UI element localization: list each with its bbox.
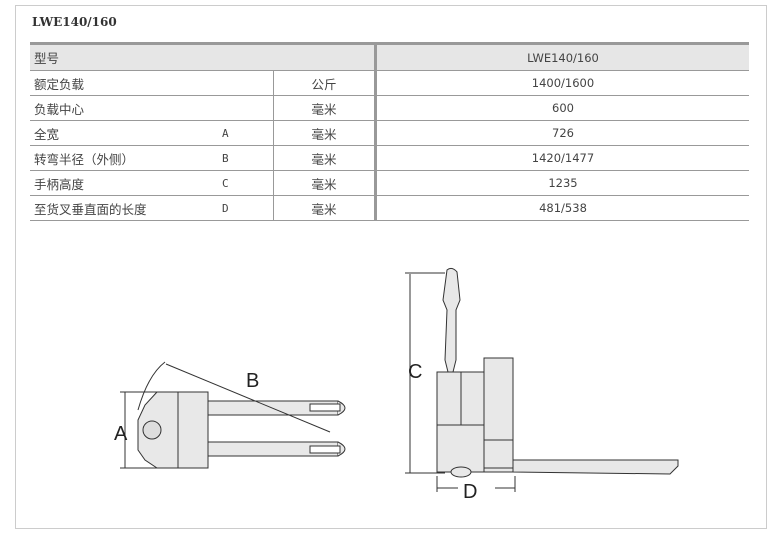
pallet-truck-diagram: A B C D — [114, 267, 679, 500]
row-unit: 毫米 — [273, 195, 376, 221]
row-unit: 毫米 — [273, 95, 376, 121]
row-key: C — [218, 170, 274, 196]
header-label: 型号 — [30, 43, 376, 71]
row-unit: 公斤 — [273, 70, 376, 96]
row-value: 600 — [374, 95, 749, 121]
row-label: 负载中心 — [30, 95, 218, 121]
dimension-label-c: C — [408, 361, 422, 383]
dimension-label-a: A — [114, 423, 128, 445]
row-unit: 毫米 — [273, 120, 376, 146]
row-label: 转弯半径（外侧） — [30, 145, 218, 171]
top-view — [120, 361, 346, 469]
header-value: LWE140/160 — [374, 43, 749, 71]
row-key — [218, 95, 274, 121]
side-view — [405, 267, 679, 492]
row-label: 至货叉垂直面的长度 — [30, 195, 218, 221]
row-unit: 毫米 — [273, 170, 376, 196]
row-key — [218, 70, 274, 96]
row-key: A — [218, 120, 274, 146]
content-frame — [15, 5, 767, 529]
table-header-row: 型号 LWE140/160 — [30, 43, 749, 71]
row-key: B — [218, 145, 274, 171]
row-label: 全宽 — [30, 120, 218, 146]
row-value: 1400/1600 — [374, 70, 749, 96]
page-title: LWE140/160 — [32, 15, 117, 29]
row-value: 1235 — [374, 170, 749, 196]
dimension-label-d: D — [463, 481, 477, 500]
row-unit: 毫米 — [273, 145, 376, 171]
row-label: 手柄高度 — [30, 170, 218, 196]
row-value: 1420/1477 — [374, 145, 749, 171]
row-value: 726 — [374, 120, 749, 146]
dimension-label-b: B — [246, 370, 259, 392]
row-label: 额定负载 — [30, 70, 218, 96]
row-value: 481/538 — [374, 195, 749, 221]
row-key: D — [218, 195, 274, 221]
